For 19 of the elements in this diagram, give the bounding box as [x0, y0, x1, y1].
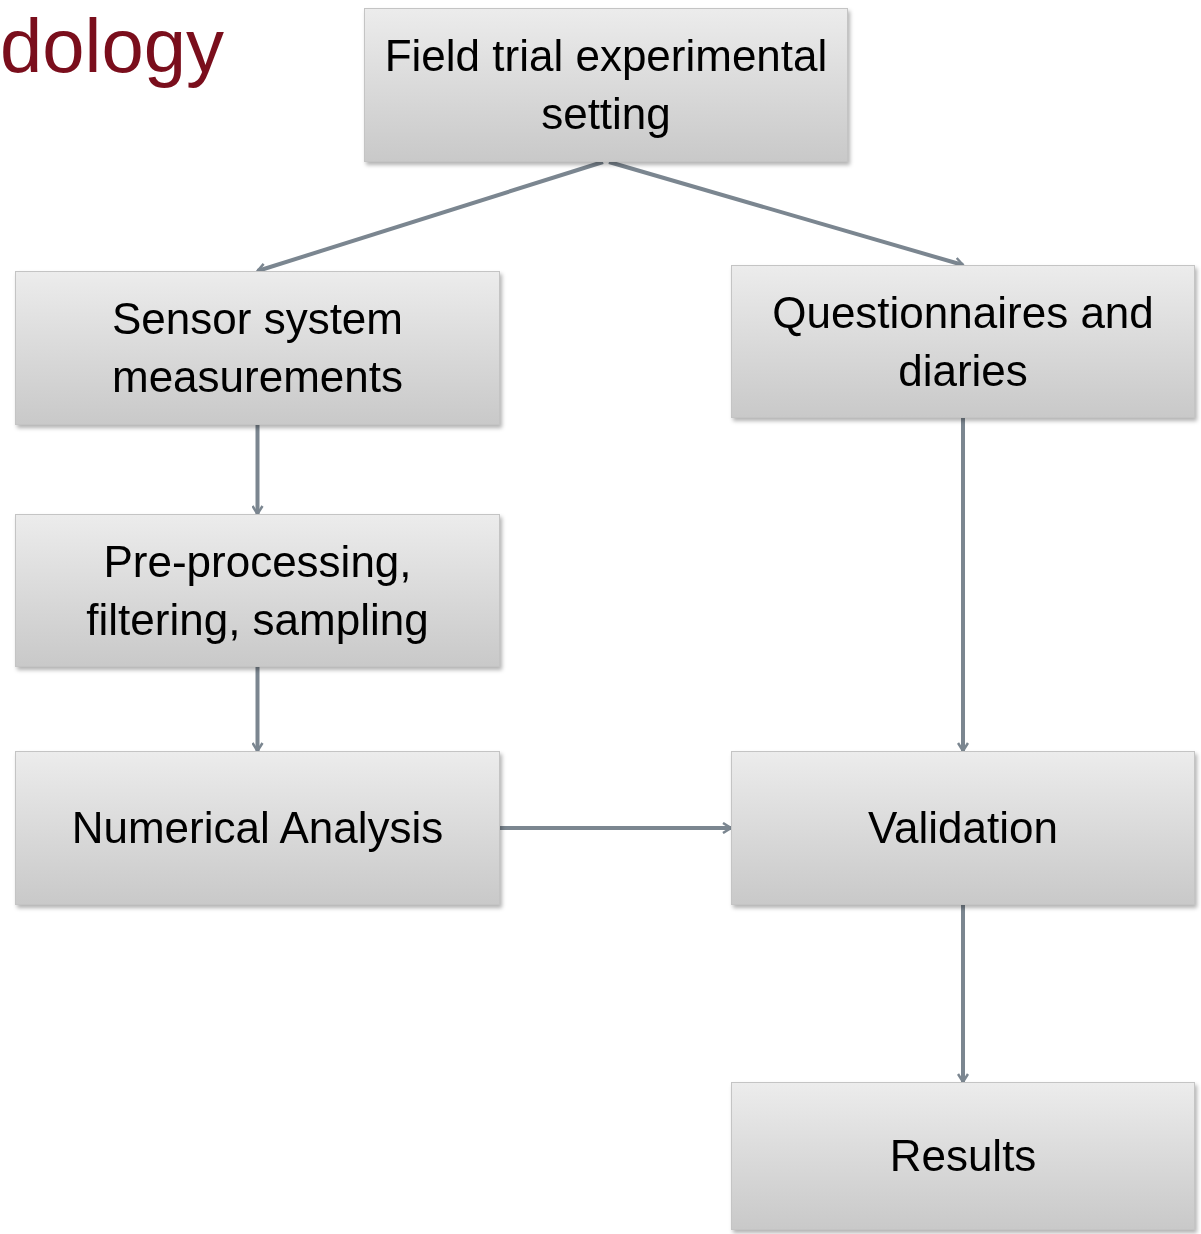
box-label: Numerical Analysis	[71, 802, 444, 854]
process-box	[15, 751, 500, 905]
process-box	[15, 514, 500, 667]
arrow	[251, 667, 264, 753]
process-box	[364, 8, 848, 162]
box-label: Validation	[868, 802, 1058, 854]
box-label: Pre-processing, filtering, sampling	[85, 535, 430, 646]
process-box	[731, 1082, 1195, 1230]
arrow	[956, 418, 970, 753]
process-box	[731, 265, 1195, 418]
process-box	[731, 751, 1195, 905]
process-box	[15, 271, 500, 425]
box-label: Results	[889, 1130, 1037, 1182]
box-label: Questionnaires and diaries	[771, 286, 1155, 397]
arrow	[500, 821, 733, 835]
arrow	[251, 425, 264, 516]
box-label: Field trial experimental setting	[383, 30, 829, 140]
arrow	[956, 905, 970, 1084]
box-label: Sensor system measurements	[111, 293, 404, 403]
